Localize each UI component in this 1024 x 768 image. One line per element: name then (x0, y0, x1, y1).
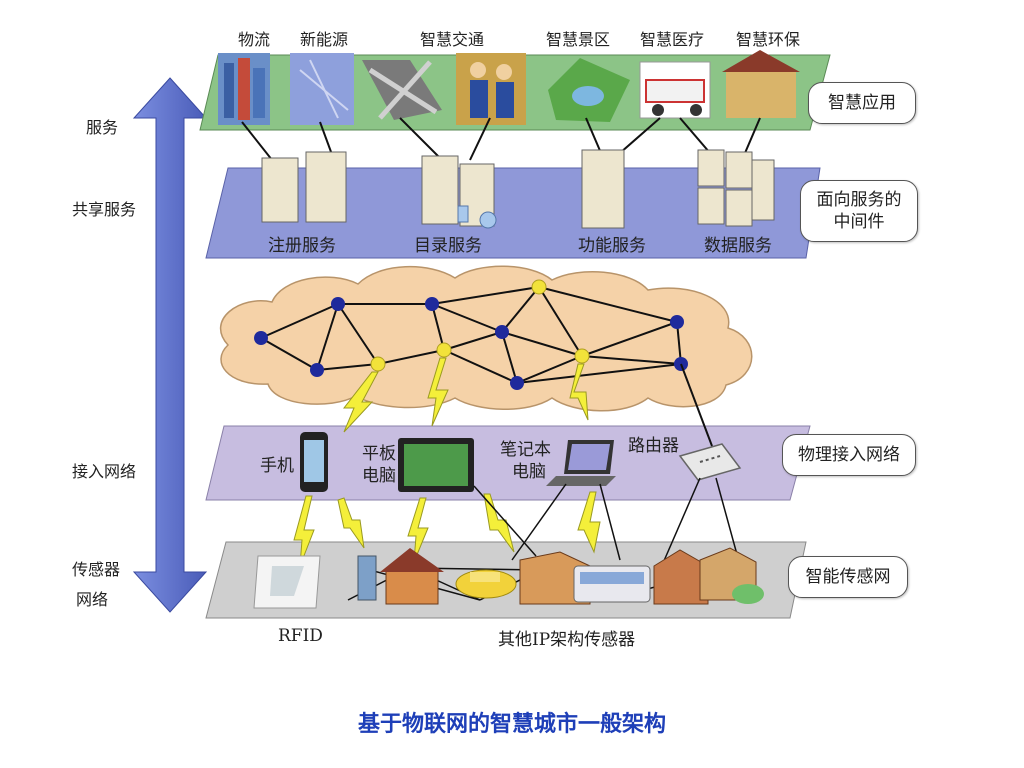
app-label-smart-traffic: 智慧交通 (420, 30, 485, 49)
wireless-links-bottom (293, 491, 601, 567)
sensor-label-rfid: RFID (278, 626, 323, 646)
vertical-double-arrow (132, 77, 208, 613)
side-label-service: 服务 (86, 118, 119, 137)
router-device (678, 443, 742, 481)
device-label-tablet-line1: 平板 (362, 444, 396, 464)
side-label-sensor-line2: 网络 (76, 590, 109, 609)
side-label-sensor-line1: 传感器 (72, 560, 121, 579)
app-label-smart-scenic: 智慧景区 (546, 30, 611, 49)
device-label-laptop-line2: 电脑 (512, 462, 546, 482)
pill-smart-app: 智慧应用 (808, 82, 916, 124)
device-label-laptop-line1: 笔记本 (500, 440, 551, 460)
cloud-mesh (260, 286, 682, 384)
pill-middleware: 面向服务的 中间件 (800, 180, 918, 242)
server-icons (261, 149, 775, 229)
service-label-register: 注册服务 (268, 236, 336, 256)
device-label-tablet-line2: 电脑 (362, 466, 396, 486)
figure-caption: 基于物联网的智慧城市一般架构 (357, 711, 666, 737)
device-label-phone: 手机 (260, 456, 294, 476)
building-icons (380, 547, 764, 605)
cloud-nodes (254, 279, 688, 390)
app-label-logistics: 物流 (238, 30, 271, 49)
network-cloud (220, 265, 753, 412)
access-layer (205, 425, 811, 501)
pill-smart-sensor: 智能传感网 (788, 556, 908, 598)
pill-physical-access: 物理接入网络 (782, 434, 916, 476)
pill-middleware-line1: 面向服务的 (816, 190, 902, 210)
sensor-label-other-ip: 其他IP架构传感器 (498, 630, 636, 650)
app-label-new-energy: 新能源 (300, 30, 349, 49)
traffic-police-image (456, 53, 526, 125)
wireless-links-top (342, 357, 589, 433)
app-label-smart-medical: 智慧医疗 (640, 30, 705, 49)
service-label-directory: 目录服务 (414, 236, 482, 256)
service-label-data: 数据服务 (704, 236, 772, 256)
pill-middleware-line2: 中间件 (833, 212, 885, 232)
side-label-shared-service: 共享服务 (72, 200, 137, 219)
device-label-router: 路由器 (628, 436, 679, 456)
service-label-function: 功能服务 (578, 236, 646, 256)
app-label-smart-eco: 智慧环保 (736, 30, 801, 49)
sensor-tower (357, 555, 377, 601)
side-label-access-network: 接入网络 (72, 462, 137, 481)
